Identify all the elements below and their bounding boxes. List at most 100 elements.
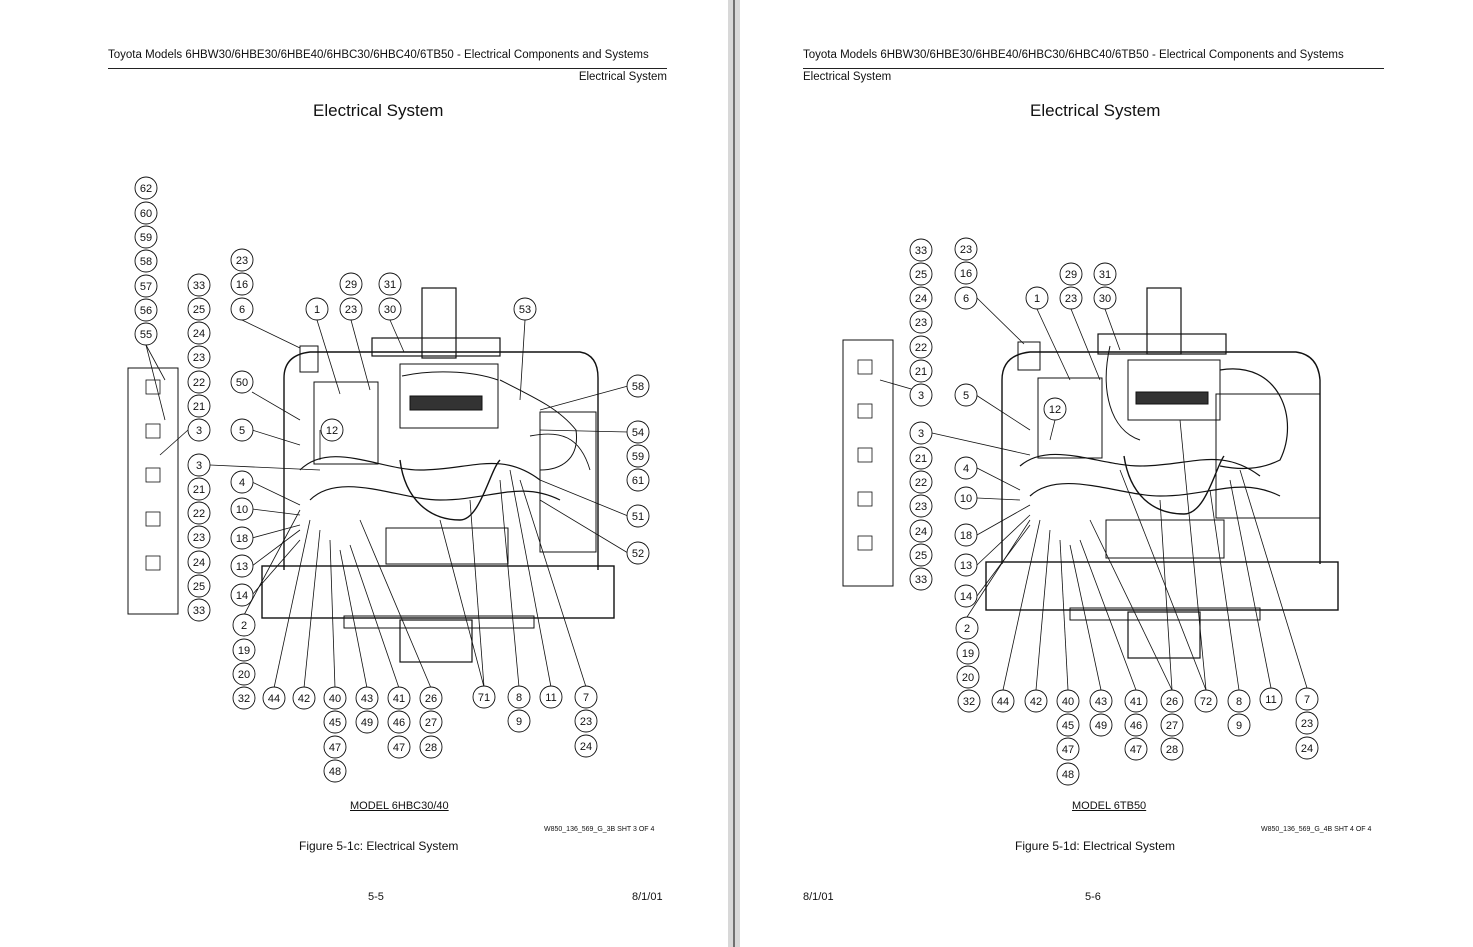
callout-label: 59 [632, 451, 644, 463]
callout-label: 33 [915, 574, 927, 586]
callout-bubble [378, 272, 402, 296]
callout-label: 23 [1301, 718, 1313, 730]
callout-bubble [1093, 286, 1117, 310]
callout-bubble [574, 685, 598, 709]
callout-label: 33 [915, 245, 927, 257]
callout-label: 25 [193, 581, 205, 593]
callout-bubble [187, 574, 211, 598]
callout-bubble [626, 444, 650, 468]
leader-line [1070, 308, 1101, 381]
callout-label: 24 [915, 293, 927, 305]
callout-label: 10 [236, 504, 248, 516]
callout-bubble [626, 468, 650, 492]
leader-line [1035, 529, 1051, 691]
callout-bubble [292, 686, 316, 710]
callout-label: 23 [915, 317, 927, 329]
callout-bubble [187, 370, 211, 394]
callout-label: 41 [1130, 696, 1142, 708]
callout-label: 44 [997, 696, 1009, 708]
callout-label: 25 [915, 550, 927, 562]
callout-label: 55 [140, 329, 152, 341]
callout-bubble [230, 272, 254, 296]
callout-bubble [187, 273, 211, 297]
callout-label: 23 [1065, 293, 1077, 305]
callout-bubble [1056, 737, 1080, 761]
harness [1019, 453, 1261, 477]
harness [529, 433, 591, 471]
callout-bubble [1194, 689, 1218, 713]
callout-bubble [991, 689, 1015, 713]
connector [857, 447, 873, 463]
leader-line [1159, 499, 1173, 691]
callout-bubble [232, 613, 256, 637]
callout-label: 24 [1301, 743, 1313, 755]
callout-label: 22 [193, 508, 205, 520]
leader-line [209, 464, 321, 471]
harness [399, 459, 501, 521]
callout-label: 24 [193, 557, 205, 569]
leader-line [1209, 489, 1240, 691]
callout-bubble [954, 261, 978, 285]
callout-label: 31 [1099, 269, 1111, 281]
side-panel [1215, 393, 1321, 519]
leader-line [931, 432, 1031, 456]
callout-label: 32 [963, 696, 975, 708]
callout-label: 25 [193, 304, 205, 316]
callout-label: 24 [915, 526, 927, 538]
leader-line [976, 497, 1021, 501]
callout-bubble [1024, 689, 1048, 713]
callout-bubble [378, 297, 402, 321]
callout-label: 6 [239, 304, 245, 316]
callout-bubble [419, 710, 443, 734]
callout-bubble [323, 759, 347, 783]
callout-bubble [909, 519, 933, 543]
callout-bubble [230, 526, 254, 550]
callout-label: 27 [1166, 720, 1178, 732]
callout-bubble [187, 501, 211, 525]
left-page: Toyota Models 6HBW30/6HBE30/6HBE40/6HBC3… [0, 0, 728, 947]
header-section: Electrical System [578, 71, 667, 83]
callout-bubble [230, 418, 254, 442]
leader-line [975, 394, 1031, 431]
callout-bubble [187, 321, 211, 345]
callout-label: 13 [236, 561, 248, 573]
callout-label: 6 [963, 293, 969, 305]
callout-label: 22 [915, 477, 927, 489]
callout-bubble [954, 286, 978, 310]
callout-label: 26 [425, 693, 437, 705]
leader-line [243, 509, 301, 616]
harness [299, 456, 541, 481]
leader-line [273, 519, 311, 689]
callout-label: 19 [962, 648, 974, 660]
callout-bubble [954, 237, 978, 261]
drive-wheel [1127, 611, 1201, 659]
callout-bubble [323, 710, 347, 734]
leader-line [349, 544, 400, 689]
callout-bubble [134, 176, 158, 200]
callout-bubble [355, 710, 379, 734]
callout-label: 4 [239, 477, 245, 489]
fuse-box [1017, 341, 1041, 371]
callout-label: 16 [960, 268, 972, 280]
callout-bubble [134, 274, 158, 298]
side-rail [127, 367, 179, 615]
harness [1105, 345, 1141, 441]
callout-label: 5 [963, 390, 969, 402]
callout-label: 58 [632, 381, 644, 393]
leader-line [1104, 308, 1121, 351]
callout-label: 7 [1304, 694, 1310, 706]
callout-bubble [1160, 689, 1184, 713]
leader-line [976, 297, 1025, 345]
callout-label: 52 [632, 548, 644, 560]
motor-label [1135, 391, 1209, 405]
callout-label: 22 [193, 377, 205, 389]
callout-bubble [134, 249, 158, 273]
side-panel [539, 411, 597, 553]
callout-bubble [909, 238, 933, 262]
callout-label: 1 [314, 304, 320, 316]
callout-label: 45 [329, 717, 341, 729]
callout-bubble [232, 662, 256, 686]
callout-label: 43 [361, 693, 373, 705]
callout-label: 42 [1030, 696, 1042, 708]
callout-label: 47 [329, 742, 341, 754]
